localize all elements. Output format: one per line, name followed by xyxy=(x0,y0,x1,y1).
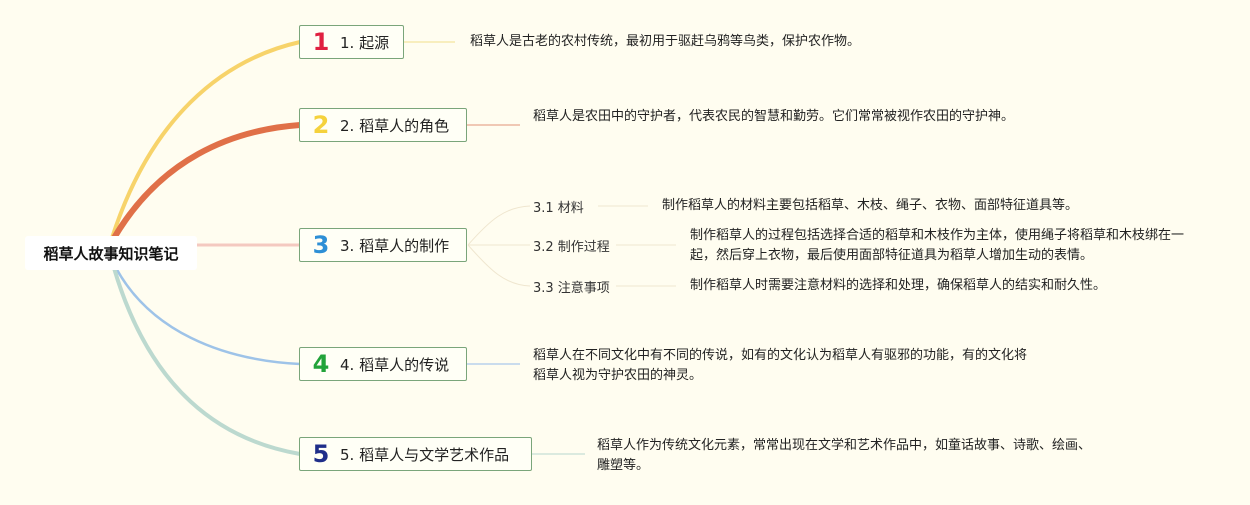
topic-3[interactable]: 3 3. 稻草人的制作 xyxy=(299,228,467,262)
number-3-icon: 3 xyxy=(312,231,330,259)
topic-4-label: 4. 稻草人的传说 xyxy=(340,355,450,374)
number-4-icon: 4 xyxy=(312,350,330,378)
root-node[interactable]: 稻草人故事知识笔记 xyxy=(25,236,197,270)
branch-2 xyxy=(111,122,303,241)
branch-1 xyxy=(110,40,302,240)
topic-4[interactable]: 4 4. 稻草人的传说 xyxy=(299,347,467,381)
sub-branch-3-3 xyxy=(467,244,531,287)
sub-branch-3-1 xyxy=(467,205,531,246)
number-2-icon: 2 xyxy=(312,111,330,139)
branch-5 xyxy=(112,266,302,456)
topic-1-label: 1. 起源 xyxy=(340,33,390,52)
topic-4-note: 稻草人在不同文化中有不同的传说，如有的文化认为稻草人有驱邪的功能，有的文化将稻草… xyxy=(533,348,1028,383)
number-5-icon: 5 xyxy=(312,440,330,468)
topic-2[interactable]: 2 2. 稻草人的角色 xyxy=(299,108,467,142)
topic-1[interactable]: 1 1. 起源 xyxy=(299,25,404,59)
subtopic-3-2-note: 制作稻草人的过程包括选择合适的稻草和木枝作为主体，使用绳子将稻草和木枝绑在一起，… xyxy=(690,228,1185,263)
subtopic-3-3[interactable]: 3.3 注意事项 xyxy=(533,281,610,296)
topic-2-note: 稻草人是农田中的守护者，代表农民的智慧和勤劳。它们常常被视作农田的守护神。 xyxy=(533,109,1015,124)
branch-4 xyxy=(114,266,302,366)
topic-5-label: 5. 稻草人与文学艺术作品 xyxy=(340,445,510,464)
subtopic-3-1[interactable]: 3.1 材料 xyxy=(533,201,584,216)
topic-1-note: 稻草人是古老的农村传统，最初用于驱赶乌鸦等鸟类，保护农作物。 xyxy=(470,34,861,49)
subtopic-3-2[interactable]: 3.2 制作过程 xyxy=(533,240,610,255)
topic-3-label: 3. 稻草人的制作 xyxy=(340,236,450,255)
root-label: 稻草人故事知识笔记 xyxy=(43,244,179,263)
subtopic-3-3-note: 制作稻草人时需要注意材料的选择和处理，确保稻草人的结实和耐久性。 xyxy=(690,278,1107,293)
number-1-icon: 1 xyxy=(312,28,330,56)
topic-5[interactable]: 5 5. 稻草人与文学艺术作品 xyxy=(299,437,532,471)
topic-5-note: 稻草人作为传统文化元素，常常出现在文学和艺术作品中，如童话故事、诗歌、绘画、雕塑… xyxy=(597,438,1092,473)
topic-2-label: 2. 稻草人的角色 xyxy=(340,116,450,135)
subtopic-3-1-note: 制作稻草人的材料主要包括稻草、木枝、绳子、衣物、面部特征道具等。 xyxy=(662,198,1079,213)
